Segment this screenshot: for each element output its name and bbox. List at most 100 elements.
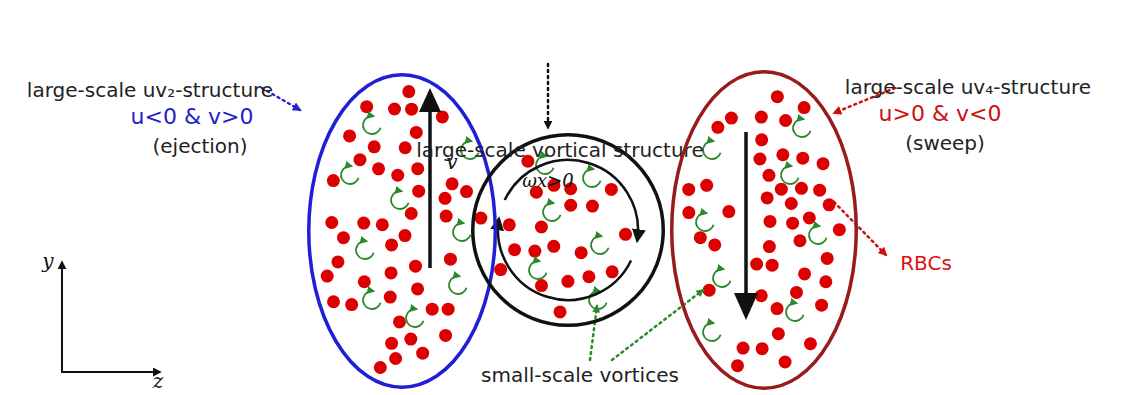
vortex-curl [363, 291, 381, 309]
rbc-dot [398, 229, 411, 242]
rbc-dot [494, 263, 507, 276]
outline [670, 70, 858, 390]
rbc-dot [439, 192, 452, 205]
rbc-dot [374, 361, 387, 374]
rbc-dot [325, 216, 338, 229]
rbc-dot [376, 218, 389, 231]
rbc-dot [798, 267, 811, 280]
vortex-curl [703, 323, 721, 341]
axis-label: y [42, 250, 53, 273]
rbc-dot [442, 303, 455, 316]
rbc-dot [384, 291, 397, 304]
arrow-head [419, 88, 441, 112]
rbc-dot [503, 218, 516, 231]
rbc-dot [535, 220, 548, 233]
outline-shape [309, 75, 496, 388]
rbc-dot [327, 174, 340, 187]
rbc-dot [460, 185, 473, 198]
arrow-head [734, 293, 758, 320]
structure-heading: large-scale uv₄-structure [845, 76, 1091, 99]
rbc-dot [358, 275, 371, 288]
rbc-dot [755, 133, 768, 146]
leader-lines [262, 64, 895, 360]
rbc-dot [711, 121, 724, 134]
rbc-dot [771, 302, 784, 315]
rbc-dot [411, 282, 424, 295]
vortex-curl [591, 236, 609, 254]
rbc-dot [785, 197, 798, 210]
rbc-dot [554, 305, 567, 318]
vortex-curl [713, 269, 731, 287]
rbc-dot [763, 240, 776, 253]
rbc-dot [411, 162, 424, 175]
rbc-dot [389, 352, 402, 365]
condition-label: u<0 & v>0 [131, 104, 254, 129]
rbc-dot [766, 259, 779, 272]
rbc-dot [564, 199, 577, 212]
rbc-dot [764, 215, 777, 228]
rbc-dot [508, 243, 521, 256]
vortex-curl [391, 191, 409, 209]
rbc-dot [402, 85, 415, 98]
rbc-dot [779, 355, 792, 368]
rbc-dot [606, 265, 619, 278]
rbc-dot [833, 223, 846, 236]
rbc-dot [725, 112, 738, 125]
rbc-dot [737, 342, 750, 355]
uv4-ellipse: large-scale uv₄-structureu>0 & v<0(sweep… [670, 70, 858, 390]
rbc-dot [821, 252, 834, 265]
vortex-curl [363, 116, 381, 134]
rbc-dot [619, 228, 632, 241]
rbc-dot [426, 303, 439, 316]
rbc-dot [700, 179, 713, 192]
vortex-curl [406, 309, 424, 327]
rbc-dot [790, 286, 803, 299]
vortex-curl [356, 241, 374, 259]
outline [307, 73, 497, 389]
rbc-dot [399, 141, 412, 154]
rbc-dot [582, 270, 595, 283]
vorticity-label: ωx>0 [522, 171, 573, 192]
rbc-dot [528, 245, 541, 258]
rbc-dot [385, 337, 398, 350]
rbc-dot [815, 299, 828, 312]
outline-shape [473, 135, 664, 326]
rbc-dot [440, 210, 453, 223]
vortex-curl [793, 119, 811, 137]
structure-heading: large-scale uv₂-structure [27, 79, 273, 102]
vortex-curl [449, 276, 467, 294]
rbc-dot [327, 295, 340, 308]
rbc-dot [412, 185, 425, 198]
leader-line [834, 202, 886, 255]
rbc-dot [561, 275, 574, 288]
rbc-dot [474, 212, 487, 225]
rbc-dot [547, 240, 560, 253]
vortex-curl [543, 203, 561, 221]
z-axis [61, 371, 160, 373]
vortex-curl [696, 213, 714, 231]
rbc-dot [405, 207, 418, 220]
axes [61, 262, 160, 372]
rbc-dot [446, 177, 459, 190]
event-label: (ejection) [152, 135, 247, 158]
vortex-curl [786, 303, 804, 321]
small-vortex-curls [341, 116, 827, 341]
structure-heading: large-scale vortical structure [416, 139, 703, 162]
rbc-dot [575, 246, 588, 259]
event-label: (sweep) [905, 132, 985, 155]
rbc-dot [722, 205, 735, 218]
rbc-dots [321, 85, 846, 374]
rbc-dot [804, 337, 817, 350]
outline [471, 133, 665, 327]
rbc-dot [357, 217, 370, 230]
rbc-dot [605, 183, 618, 196]
vortex-curl [453, 223, 471, 241]
rbc-dot [798, 101, 811, 114]
rbc-dot [779, 114, 792, 127]
rotation-arrow [505, 160, 638, 240]
rbc-dot [755, 111, 768, 124]
rbc-dot [586, 200, 599, 213]
vortex-curl [341, 166, 359, 184]
rbc-dot [771, 90, 784, 103]
